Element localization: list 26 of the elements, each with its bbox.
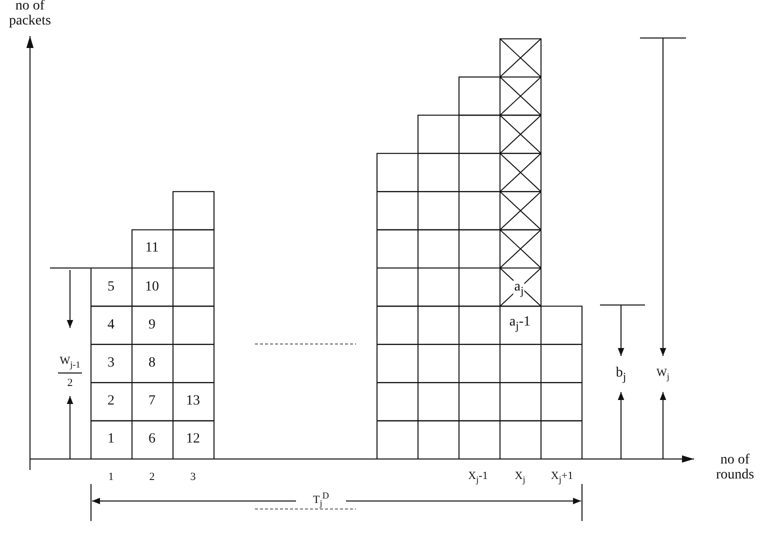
- dimension-label: b$_{j}$: [616, 366, 626, 384]
- cell-number: 8: [148, 356, 156, 372]
- tick-label: 3: [190, 472, 196, 484]
- cell-number: 12: [186, 432, 200, 448]
- tick-label: 1: [108, 472, 114, 484]
- cell-number: 13: [186, 394, 200, 410]
- cell-number: 2: [108, 394, 114, 410]
- tick-label: 2: [149, 472, 155, 484]
- cell-number: 3: [108, 356, 114, 372]
- axis-label: no of rounds: [714, 453, 756, 483]
- dimension-label: a$_{j}$-1: [509, 315, 531, 333]
- tick-label: X$_{j}$-1: [468, 471, 488, 485]
- dimension-label: W$_{j-1}$: [60, 356, 80, 370]
- cell-number: 9: [148, 318, 156, 334]
- cell-number: 1: [108, 432, 114, 448]
- cell-number: 6: [148, 432, 156, 448]
- cell-number: 10: [145, 280, 159, 296]
- cell-number: 7: [148, 394, 156, 410]
- cell-number: 5: [108, 280, 114, 296]
- tick-label: X$_{j}$: [514, 471, 526, 485]
- cell-number: 4: [108, 318, 114, 334]
- dimension-label: a$_{j}$: [513, 280, 525, 298]
- cell-number: 11: [145, 242, 159, 256]
- dimension-label: 2: [67, 378, 73, 390]
- tick-label: X$_{j}$+1: [550, 471, 574, 485]
- dimension-label: W$_{j}$: [656, 368, 670, 382]
